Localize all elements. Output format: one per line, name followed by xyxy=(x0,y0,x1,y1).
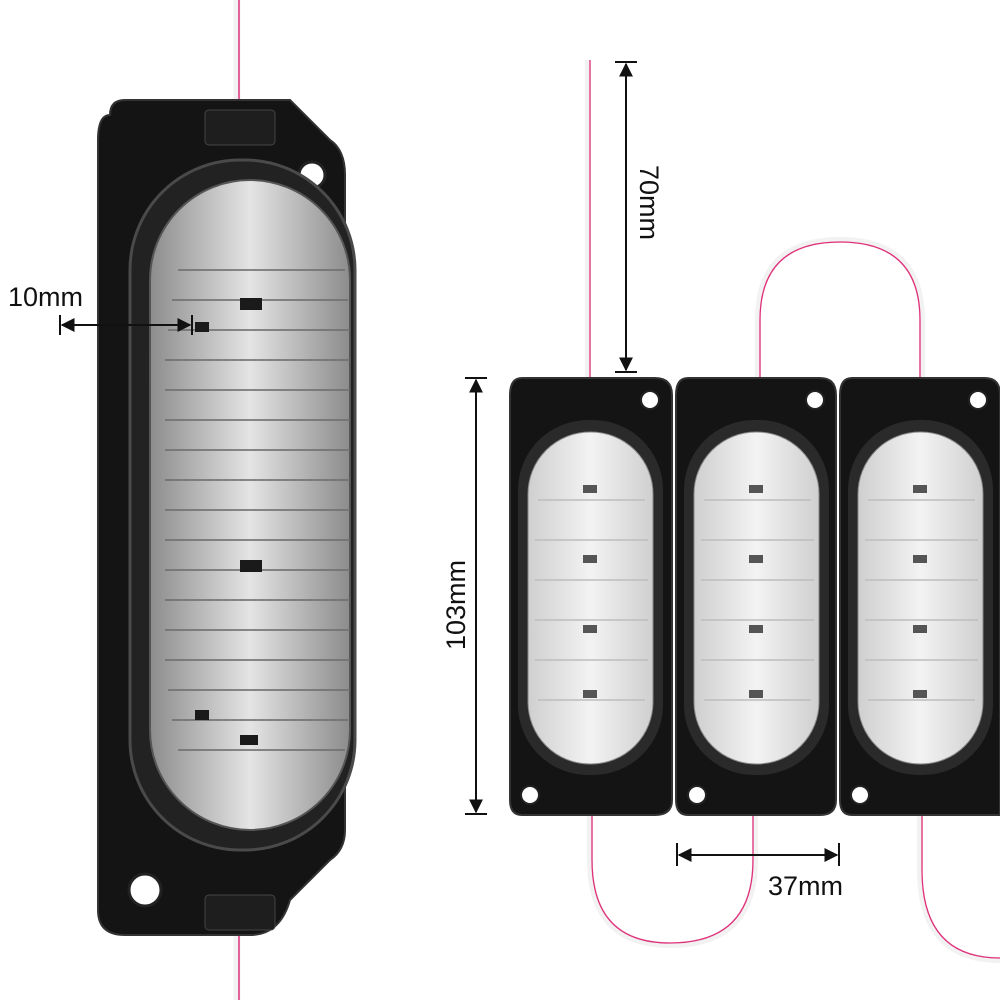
dimension-depth: 10mm xyxy=(8,282,193,335)
led-module-2 xyxy=(675,377,837,816)
width-label: 37mm xyxy=(768,871,843,901)
led-module-1 xyxy=(509,377,673,816)
depth-label: 10mm xyxy=(8,282,83,312)
lens xyxy=(149,179,351,831)
lead-length-label: 70mm xyxy=(634,165,664,240)
led-chips xyxy=(195,298,262,745)
connection-wires xyxy=(585,60,1000,963)
dimension-height: 103mm xyxy=(441,377,487,815)
led-module-3 xyxy=(839,377,1000,816)
dimension-lead-length: 70mm xyxy=(615,61,664,373)
height-label: 103mm xyxy=(441,560,471,650)
large-led-module xyxy=(97,0,357,1000)
dimension-width: 37mm xyxy=(676,843,843,901)
linked-led-modules xyxy=(509,60,1000,963)
mounting-hole xyxy=(127,872,163,908)
